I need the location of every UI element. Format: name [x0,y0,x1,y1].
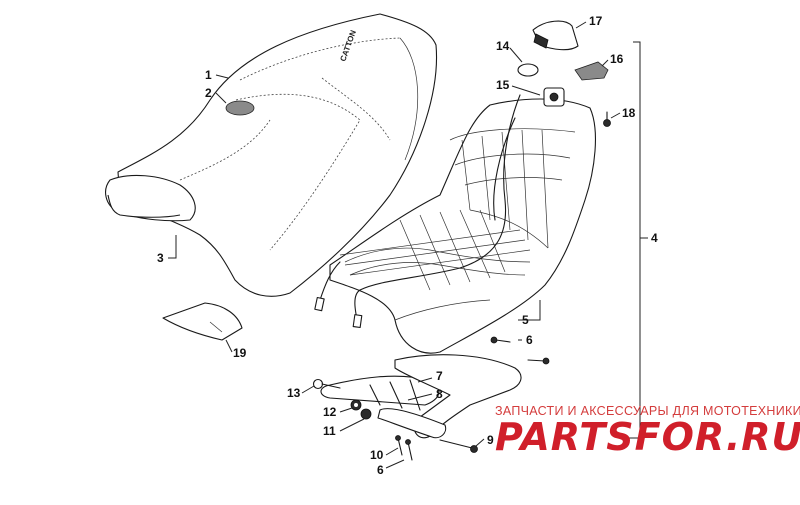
callout-6-upper: 6 [526,333,533,347]
callout-1: 1 [205,68,212,82]
callout-8: 8 [436,387,443,401]
part-13-bolt [312,378,341,390]
callout-14: 14 [496,39,510,53]
part-19-pad [162,302,243,341]
callout-15: 15 [496,78,510,92]
seat-cushion: CATTON [105,13,438,297]
part-18-screw [603,111,611,127]
callout-17: 17 [589,14,603,28]
callout-16: 16 [610,52,624,66]
callout-2: 2 [205,86,212,100]
part-14-clip [517,63,539,77]
part-16-cover [574,61,609,81]
part-11-washer [360,408,372,420]
part-17-housing [532,20,579,51]
leader-lines [168,21,648,469]
hinge-bracket [320,354,522,439]
part-12-nut [350,399,362,411]
callout-19: 19 [233,346,247,360]
part-6-pins-upper [490,336,550,365]
callout-4: 4 [651,231,658,245]
callout-7: 7 [436,369,443,383]
callout-10: 10 [370,448,384,462]
callout-12: 12 [323,405,337,419]
part-10-rivets [395,435,413,461]
seat-logo-patch [225,100,255,116]
callout-labels: 1 2 3 4 5 6 7 8 9 10 6 11 12 13 14 15 16… [157,14,658,477]
callout-11: 11 [323,424,336,438]
callout-5: 5 [522,313,529,327]
callout-6-lower: 6 [377,463,384,477]
watermark-brand: PARTSFOR.RU [495,415,800,459]
watermark-tagline: ЗАПЧАСТИ И АКСЕССУАРЫ ДЛЯ МОТОТЕХНИКИ [495,404,800,418]
seat-frame [314,94,596,354]
callout-13: 13 [287,386,301,400]
part-9-bolt [439,439,478,453]
part-15-latch [543,87,565,107]
watermark: ЗАПЧАСТИ И АКСЕССУАРЫ ДЛЯ МОТОТЕХНИКИ PA… [495,404,800,459]
callout-3: 3 [157,251,164,265]
callout-9: 9 [487,433,494,447]
callout-18: 18 [622,106,636,120]
